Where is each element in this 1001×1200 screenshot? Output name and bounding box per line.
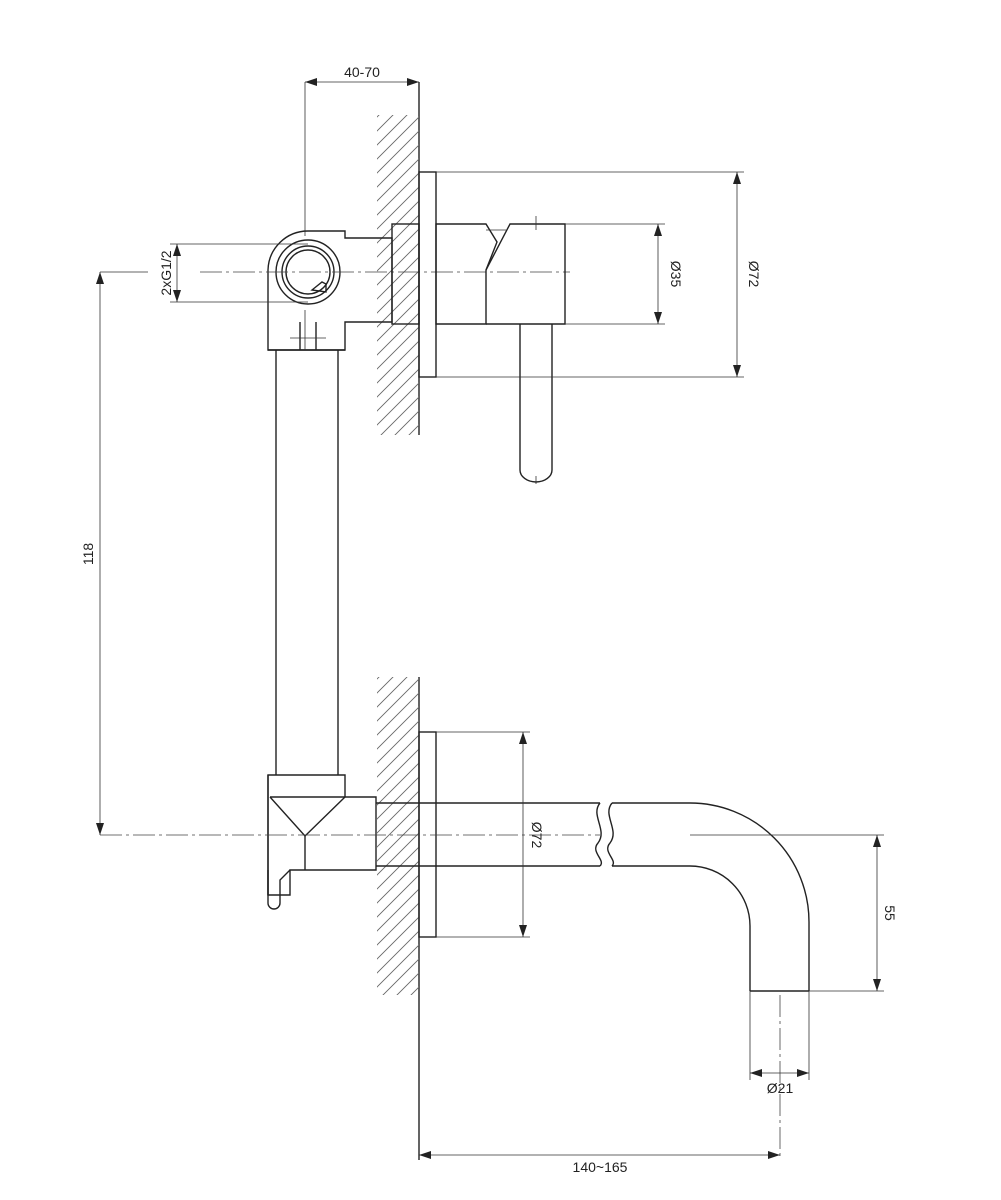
spout: [100, 802, 810, 1160]
wall-hatch-line: [377, 368, 419, 412]
wall-hatch-line: [377, 172, 419, 216]
wall-hatch-line: [377, 916, 419, 960]
wall-hatch-line: [410, 986, 419, 995]
wall-hatch-line: [377, 860, 419, 904]
wall-hatch-line: [370, 1037, 425, 1092]
wall-hatch-line: [377, 382, 419, 426]
wall-hatch-line: [377, 944, 419, 988]
lower-rosette: [418, 731, 437, 938]
wall-hatch-line: [377, 706, 419, 750]
wall-hatch-line: [377, 692, 419, 736]
dim-connection-thread-label: 2xG1/2: [158, 250, 174, 295]
wall-hatch-line: [377, 144, 419, 188]
wall-hatch-line: [377, 677, 380, 680]
wall-hatch-line: [377, 228, 419, 272]
wall-hatch-line: [370, 1051, 425, 1106]
dim-lower-rosette-diameter-label: Ø72: [529, 822, 545, 849]
dim-center-distance-label: 118: [80, 543, 96, 566]
wall-hatch-line: [377, 186, 419, 230]
wall-hatch-line: [377, 720, 419, 764]
wall-hatch-line: [377, 115, 408, 146]
wall-hatch-line: [377, 677, 394, 694]
dim-wall-depth-label: 40-70: [344, 64, 380, 80]
wall-hatch-line: [377, 790, 419, 834]
dim-upper-rosette-diameter-label: Ø72: [746, 261, 762, 288]
wall-hatch-line: [377, 242, 419, 286]
dim-spout-outlet-diameter-label: Ø21: [767, 1080, 794, 1096]
wall-hatch-line: [377, 762, 419, 806]
wall-hatch-line: [370, 617, 425, 672]
dim-upper-rosette-diameter: Ø72: [436, 171, 762, 378]
wall-hatch-line: [377, 832, 419, 876]
wall-hatch-line: [370, 475, 425, 530]
wall-hatch-line: [377, 130, 419, 174]
wall-hatch-line: [377, 804, 419, 848]
wall-hatch-line: [377, 888, 419, 932]
dim-center-distance: 118: [80, 271, 148, 835]
wall-hatch-line: [377, 312, 419, 356]
wall-hatch-line: [377, 677, 408, 708]
mixer-lever-handle: [435, 216, 566, 484]
wall-hatch-line: [380, 396, 419, 435]
wall-section-lower: [370, 617, 425, 1160]
dim-spout-drop-label: 55: [882, 905, 898, 921]
spout-connector-body: [267, 774, 377, 910]
wall-hatch-line: [377, 874, 419, 918]
wall-hatch-line: [370, 489, 425, 544]
wall-hatch-line: [377, 354, 419, 398]
wall-hatch-line: [377, 116, 419, 160]
wall-hatch-line: [377, 214, 419, 258]
dim-spout-projection-label: 140~165: [573, 1159, 628, 1175]
wall-hatch-line: [370, 447, 425, 502]
wall-hatch-line: [370, 1009, 425, 1064]
dim-lever-body-diameter: Ø35: [565, 223, 684, 325]
wall-hatch-line: [408, 424, 419, 435]
dim-wall-depth: 40-70: [305, 64, 419, 86]
dim-spout-outlet-diameter: Ø21: [749, 991, 810, 1096]
dim-spout-drop: 55: [690, 834, 898, 992]
wall-hatch-line: [377, 930, 419, 974]
riser-pipe: [275, 350, 339, 775]
dim-connection-thread: 2xG1/2: [158, 243, 308, 303]
wall-hatch-line: [370, 995, 425, 1050]
wall-hatch-line: [382, 958, 419, 995]
wall-hatch-line: [377, 902, 419, 946]
wall-hatch-line: [394, 410, 419, 435]
wall-hatch-line: [377, 298, 419, 342]
wall-hatch-line: [377, 678, 419, 722]
wall-hatch-line: [377, 340, 419, 384]
wall-hatch-line: [370, 461, 425, 516]
wall-hatch-line: [377, 200, 419, 244]
wall-hatch-line: [370, 433, 425, 488]
wall-hatch-line: [377, 284, 419, 328]
dim-lever-body-diameter-label: Ø35: [668, 261, 684, 288]
wall-hatch-line: [377, 846, 419, 890]
wall-hatch-line: [377, 256, 419, 300]
wall-hatch-line: [370, 1023, 425, 1078]
wall-hatch-line: [377, 748, 419, 792]
wall-hatch-line: [377, 115, 394, 132]
wall-hatch-line: [377, 270, 419, 314]
wall-hatch-line: [377, 734, 419, 778]
wall-hatch-line: [377, 326, 419, 370]
wall-hatch-line: [377, 776, 419, 820]
dim-lower-rosette-diameter: Ø72: [436, 731, 545, 938]
dim-spout-projection: 140~165: [419, 1151, 780, 1175]
wall-hatch-line: [396, 972, 419, 995]
concealed-valve-body: [200, 82, 570, 351]
wall-hatch-line: [377, 158, 419, 202]
wall-section-upper: [370, 82, 425, 544]
wall-hatch-line: [377, 818, 419, 862]
